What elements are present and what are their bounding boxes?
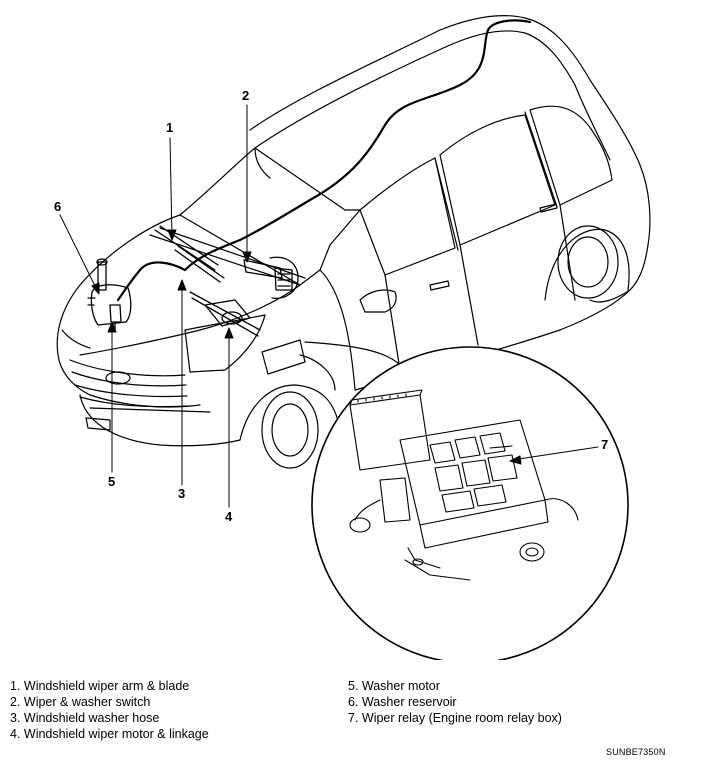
- legend-item-3: 3. Windshield washer hose: [10, 711, 160, 725]
- callout-6: 6: [54, 199, 62, 214]
- relay-box-detail-view: [311, 346, 629, 660]
- wiring-harness: [116, 19, 532, 302]
- car-body: [56, 15, 651, 469]
- legend-item-6: 6. Washer reservoir: [348, 695, 457, 709]
- legend-item-5: 5. Washer motor: [348, 679, 440, 693]
- legend-item-7: 7. Wiper relay (Engine room relay box): [348, 711, 562, 725]
- legend-left-column: 1. Windshield wiper arm & blade 2. Wiper…: [10, 678, 209, 742]
- wiper-motor-linkage: [189, 291, 261, 337]
- washer-reservoir: [87, 258, 132, 326]
- figure-code: SUNBE7350N: [606, 747, 666, 757]
- legend-right-column: 5. Washer motor 6. Washer reservoir 7. W…: [348, 678, 562, 726]
- callout-7: 7: [601, 437, 609, 452]
- leader-lines: [59, 104, 599, 508]
- legend-item-1: 1. Windshield wiper arm & blade: [10, 679, 190, 693]
- wiper-washer-switch: [243, 256, 299, 299]
- legend-item-4: 4. Windshield wiper motor & linkage: [10, 727, 209, 741]
- callout-3: 3: [178, 486, 186, 501]
- relay-box-location: [261, 339, 401, 391]
- callout-1: 1: [166, 120, 174, 135]
- vehicle-wiper-component-diagram: [56, 15, 651, 660]
- callout-4: 4: [225, 509, 233, 524]
- legend-item-2: 2. Wiper & washer switch: [10, 695, 151, 709]
- callout-5: 5: [108, 474, 116, 489]
- callout-2: 2: [242, 88, 250, 103]
